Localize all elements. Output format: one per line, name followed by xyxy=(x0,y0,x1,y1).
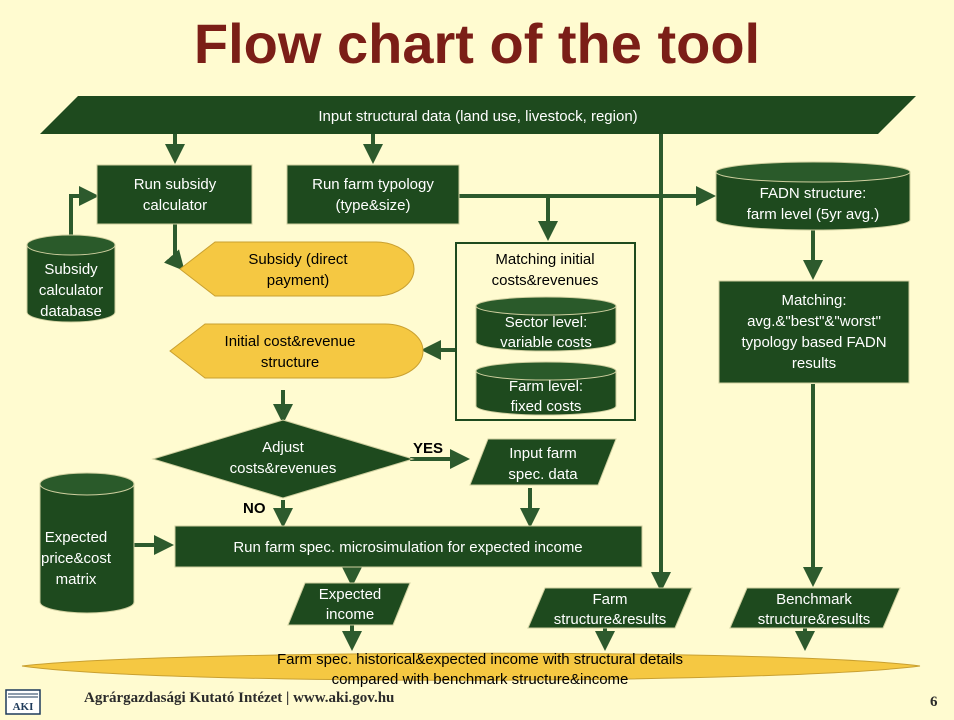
run-farm-typology: Run farm typology (type&size) xyxy=(286,164,460,225)
svg-text:Run farm spec. microsimulation: Run farm spec. microsimulation for expec… xyxy=(233,539,582,556)
svg-text:avg.&"best"&"worst": avg.&"best"&"worst" xyxy=(747,313,881,330)
svg-text:Sector level:: Sector level: xyxy=(505,314,588,331)
svg-text:Farm: Farm xyxy=(593,591,628,608)
svg-text:Input farm: Input farm xyxy=(509,445,577,462)
fadn-structure-database: FADN structure: farm level (5yr avg.) xyxy=(715,161,911,231)
svg-text:results: results xyxy=(792,355,836,372)
arrow-db-to-subsidy xyxy=(69,186,99,240)
expected-price-cost-matrix: Expected price&cost matrix xyxy=(39,472,135,614)
svg-text:costs&revenues: costs&revenues xyxy=(230,460,337,477)
svg-text:Matching initial: Matching initial xyxy=(495,251,594,268)
sector-level-variable-costs: Sector level: variable costs xyxy=(475,296,617,352)
svg-text:Subsidy (direct: Subsidy (direct xyxy=(248,251,348,268)
farm-level-fixed-costs: Farm level: fixed costs xyxy=(475,361,617,416)
svg-text:compared with benchmark struct: compared with benchmark structure&income xyxy=(332,671,629,688)
svg-text:spec. data: spec. data xyxy=(508,466,578,483)
expected-income: Expected income xyxy=(287,582,411,626)
matching-initial-costs: Matching initial costs&revenues xyxy=(455,242,636,421)
svg-text:AKI: AKI xyxy=(13,701,34,713)
svg-text:calculator: calculator xyxy=(143,197,207,214)
page-number: 6 xyxy=(930,694,938,710)
svg-text:costs&revenues: costs&revenues xyxy=(492,272,599,289)
svg-text:payment): payment) xyxy=(267,272,330,289)
svg-text:Adjust: Adjust xyxy=(262,439,305,456)
aki-logo: AKI xyxy=(5,689,41,715)
svg-text:Benchmark: Benchmark xyxy=(776,591,852,608)
input-structural-data: Input structural data (land use, livesto… xyxy=(40,96,916,134)
svg-text:Run subsidy: Run subsidy xyxy=(134,176,217,193)
svg-text:Subsidy: Subsidy xyxy=(44,261,98,278)
yes-label: YES xyxy=(413,440,443,457)
connectors xyxy=(69,133,823,651)
run-microsimulation: Run farm spec. microsimulation for expec… xyxy=(174,525,643,568)
svg-text:structure&results: structure&results xyxy=(554,611,667,628)
svg-text:farm level (5yr avg.): farm level (5yr avg.) xyxy=(747,206,880,223)
svg-text:price&cost: price&cost xyxy=(41,550,112,567)
svg-text:Input structural data (land us: Input structural data (land use, livesto… xyxy=(318,108,637,125)
no-label: NO xyxy=(243,500,266,517)
matching-fadn-results: Matching: avg.&"best"&"worst" typology b… xyxy=(718,280,910,384)
svg-text:calculator: calculator xyxy=(39,282,103,299)
arrow-subsidy-to-output xyxy=(163,224,185,272)
initial-cost-revenue-structure: Initial cost&revenue structure xyxy=(169,323,424,379)
svg-text:Expected: Expected xyxy=(319,586,382,603)
footer-institute: Agrárgazdasági Kutató Intézet | www.aki.… xyxy=(84,690,395,706)
svg-text:database: database xyxy=(40,303,102,320)
input-farm-spec-data: Input farm spec. data xyxy=(469,438,617,486)
svg-text:Matching:: Matching: xyxy=(781,292,846,309)
run-subsidy-calculator: Run subsidy calculator xyxy=(96,164,253,225)
svg-text:Expected: Expected xyxy=(45,529,108,546)
subsidy-direct-payment: Subsidy (direct payment) xyxy=(179,241,415,297)
svg-text:income: income xyxy=(326,606,374,623)
svg-text:structure&results: structure&results xyxy=(758,611,871,628)
slide-title: Flow chart of the tool xyxy=(193,12,761,75)
svg-text:Initial cost&revenue: Initial cost&revenue xyxy=(225,333,356,350)
final-output: Farm spec. historical&expected income wi… xyxy=(21,651,921,688)
svg-text:typology based FADN: typology based FADN xyxy=(741,334,886,351)
subsidy-calculator-database: Subsidy calculator database xyxy=(26,234,116,323)
svg-text:Farm level:: Farm level: xyxy=(509,378,583,395)
farm-structure-results: Farm structure&results xyxy=(527,587,693,629)
svg-text:fixed costs: fixed costs xyxy=(511,398,582,415)
benchmark-structure-results: Benchmark structure&results xyxy=(729,587,901,629)
svg-text:variable costs: variable costs xyxy=(500,334,592,351)
svg-text:(type&size): (type&size) xyxy=(335,197,410,214)
svg-text:matrix: matrix xyxy=(56,571,97,588)
svg-text:FADN structure:: FADN structure: xyxy=(760,185,867,202)
svg-text:Run farm typology: Run farm typology xyxy=(312,176,434,193)
svg-text:Farm spec. historical&expected: Farm spec. historical&expected income wi… xyxy=(277,651,683,668)
svg-text:structure: structure xyxy=(261,354,319,371)
adjust-decision: Adjust costs&revenues xyxy=(151,419,415,499)
